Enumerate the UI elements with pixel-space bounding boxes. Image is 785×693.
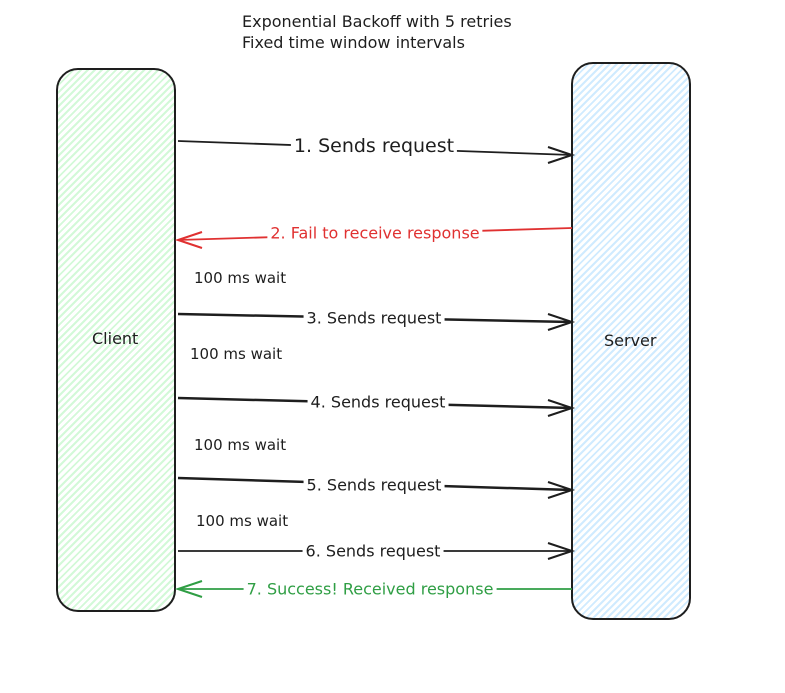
arrowhead-icon (547, 146, 576, 164)
message-label: 7. Success! Received response (243, 579, 497, 599)
arrowhead-icon (547, 399, 576, 417)
message-label: 5. Sends request (303, 475, 445, 495)
arrowhead-icon (547, 481, 576, 499)
message-label: 1. Sends request (290, 135, 458, 157)
arrowhead-icon (174, 231, 203, 249)
diagram-subtitle: Fixed time window intervals (242, 33, 465, 52)
wait-label: 100 ms wait (194, 436, 287, 454)
arrowhead-icon (547, 313, 576, 331)
server-actor (571, 62, 691, 620)
wait-label: 100 ms wait (194, 269, 287, 287)
client-label: Client (92, 329, 139, 348)
wait-label: 100 ms wait (196, 512, 289, 530)
message-label: 3. Sends request (303, 308, 445, 328)
arrowhead-icon (174, 580, 203, 598)
diagram-title: Exponential Backoff with 5 retries (242, 12, 512, 31)
wait-label: 100 ms wait (190, 345, 283, 363)
server-label: Server (604, 331, 657, 350)
arrowhead-icon (547, 542, 576, 560)
message-label: 2. Fail to receive response (267, 223, 483, 243)
message-label: 4. Sends request (307, 392, 449, 412)
message-label: 6. Sends request (302, 541, 444, 561)
client-actor (56, 68, 176, 612)
